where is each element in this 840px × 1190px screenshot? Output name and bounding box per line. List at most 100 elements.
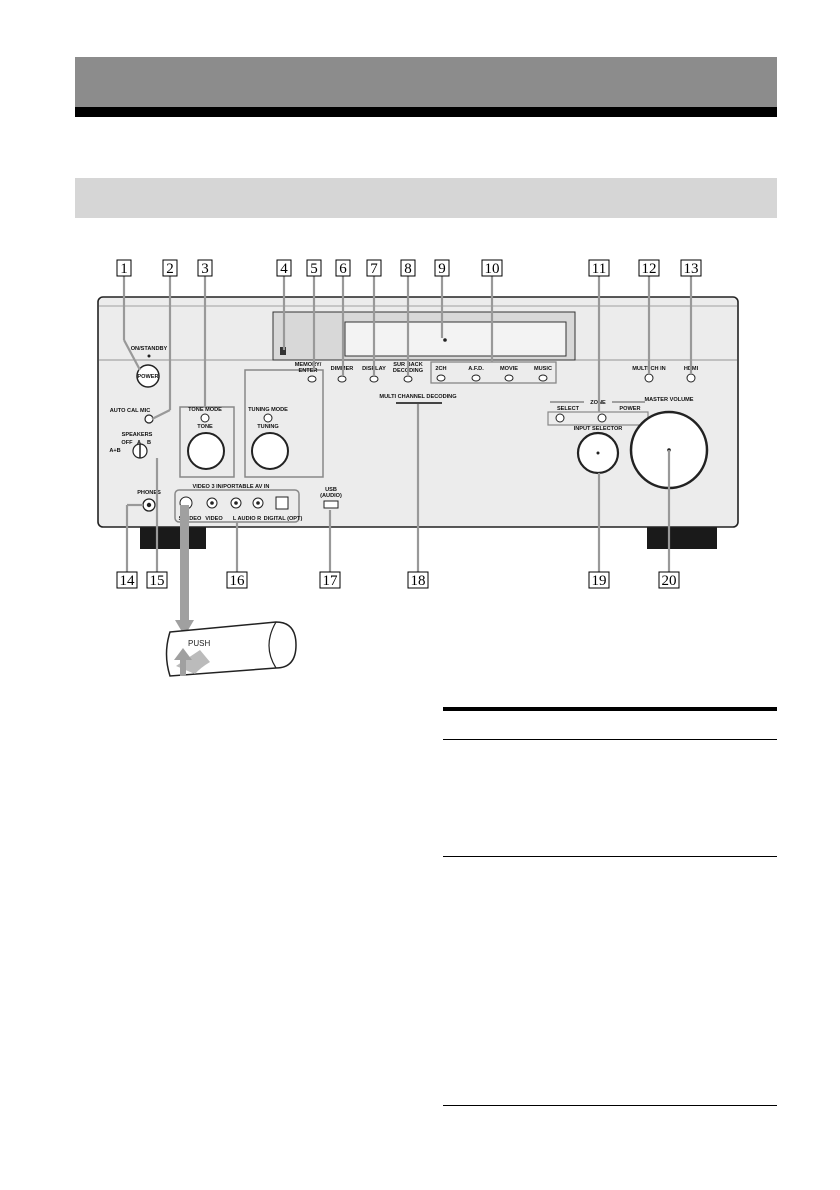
zone-select-button[interactable] xyxy=(555,413,565,423)
svg-text:9: 9 xyxy=(438,261,446,277)
callout-15: 15 xyxy=(146,571,168,589)
callout-11: 11 xyxy=(588,259,610,277)
left-foot xyxy=(140,527,206,549)
svg-text:14: 14 xyxy=(120,573,136,589)
section-header-bar xyxy=(75,57,777,107)
music-label: MUSIC xyxy=(534,366,552,372)
svg-text:19: 19 xyxy=(592,573,607,589)
svg-text:1: 1 xyxy=(120,261,128,277)
tuning-group-frame xyxy=(244,369,324,478)
svg-text:6: 6 xyxy=(339,261,347,277)
speakers-b-label: B xyxy=(147,440,151,446)
svg-text:10: 10 xyxy=(485,261,500,277)
svg-text:5: 5 xyxy=(310,261,318,277)
table-top-rule xyxy=(443,707,777,711)
s-video-label: S VIDEO xyxy=(179,516,202,522)
auto-cal-mic-label: AUTO CAL MIC xyxy=(110,408,151,414)
master-volume-label: MASTER VOLUME xyxy=(644,397,693,403)
display-window xyxy=(344,321,567,357)
svg-text:2: 2 xyxy=(166,261,174,277)
callout-17: 17 xyxy=(319,571,341,589)
callout-16: 16 xyxy=(226,571,248,589)
callout-14: 14 xyxy=(116,571,138,589)
remote-sensor xyxy=(280,347,286,355)
usb-label-1: USB xyxy=(325,487,337,493)
video3-label: VIDEO 3 IN/PORTABLE AV IN xyxy=(193,484,270,490)
push-door-illustration: PUSH xyxy=(165,505,297,677)
callout-9: 9 xyxy=(434,259,450,277)
svg-text:17: 17 xyxy=(323,573,339,589)
2ch-label: 2CH xyxy=(435,366,446,372)
tone-group-frame xyxy=(179,406,235,478)
memory-enter-label-2: ENTER xyxy=(299,368,318,374)
zone-power-label: POWER xyxy=(619,406,640,412)
tuning-knob[interactable] xyxy=(251,432,289,470)
svg-text:8: 8 xyxy=(404,261,412,277)
svg-text:3: 3 xyxy=(201,261,209,277)
speakers-ab-label: A+B xyxy=(109,448,120,454)
callout-8: 8 xyxy=(400,259,416,277)
tone-mode-button[interactable] xyxy=(200,413,210,423)
tuning-label: TUNING xyxy=(257,424,278,430)
svg-text:4: 4 xyxy=(280,261,288,277)
usb-label-2: (AUDIO) xyxy=(320,493,342,499)
music-button[interactable] xyxy=(538,374,548,382)
zone-select-label: SELECT xyxy=(557,406,580,412)
svg-text:13: 13 xyxy=(684,261,699,277)
right-foot xyxy=(647,527,717,549)
table-bottom-rule xyxy=(443,1105,777,1106)
afd-label: A.F.D. xyxy=(468,366,484,372)
svg-text:12: 12 xyxy=(642,261,657,277)
callout-4: 4 xyxy=(276,259,292,277)
memory-enter-button[interactable] xyxy=(307,375,317,383)
power-label: POWER xyxy=(137,374,158,380)
movie-button[interactable] xyxy=(504,374,514,382)
power-button[interactable] xyxy=(136,364,160,388)
zone-power-button[interactable] xyxy=(597,413,607,423)
callout-18: 18 xyxy=(407,571,429,589)
afd-button[interactable] xyxy=(471,374,481,382)
sur-back-decoding-button[interactable] xyxy=(403,375,413,383)
tone-knob[interactable] xyxy=(187,432,225,470)
optical-jack[interactable] xyxy=(275,496,289,510)
tone-label: TONE xyxy=(197,424,213,430)
display-button[interactable] xyxy=(369,375,379,383)
callout-13: 13 xyxy=(680,259,702,277)
dimmer-button[interactable] xyxy=(337,375,347,383)
tone-mode-label: TONE MODE xyxy=(188,407,222,413)
usb-port[interactable] xyxy=(323,500,339,509)
table-rule-2 xyxy=(443,856,777,857)
speakers-label: SPEAKERS xyxy=(122,432,153,438)
2ch-button[interactable] xyxy=(436,374,446,382)
tuning-mode-label: TUNING MODE xyxy=(248,407,288,413)
svg-text:16: 16 xyxy=(230,573,246,589)
section-header-rule xyxy=(75,107,777,117)
video-label: VIDEO xyxy=(205,516,223,522)
speakers-a-label: A xyxy=(137,440,141,446)
table-rule-1 xyxy=(443,739,777,740)
callout-2: 2 xyxy=(162,259,178,277)
callout-1: 1 xyxy=(116,259,132,277)
subsection-header-bar xyxy=(75,178,777,218)
input-selector-label: INPUT SELECTOR xyxy=(574,426,623,432)
svg-text:18: 18 xyxy=(411,573,426,589)
sound-mode-group-frame xyxy=(430,361,557,384)
multi-ch-in-button[interactable] xyxy=(644,373,654,383)
svg-text:15: 15 xyxy=(150,573,165,589)
svg-text:7: 7 xyxy=(370,261,378,277)
auto-cal-mic-jack[interactable] xyxy=(144,414,154,424)
movie-label: MOVIE xyxy=(500,366,518,372)
callout-10: 10 xyxy=(481,259,503,277)
phones-label: PHONES xyxy=(137,490,161,496)
speakers-off-label: OFF xyxy=(121,440,133,446)
callout-6: 6 xyxy=(335,259,351,277)
callout-12: 12 xyxy=(638,259,660,277)
callout-19: 19 xyxy=(588,571,610,589)
callout-5: 5 xyxy=(306,259,322,277)
tuning-mode-button[interactable] xyxy=(263,413,273,423)
hdmi-button[interactable] xyxy=(686,373,696,383)
callout-leaders xyxy=(122,276,693,572)
svg-text:11: 11 xyxy=(592,261,606,277)
multi-channel-decoding-label: MULTI CHANNEL DECODING xyxy=(379,394,456,400)
